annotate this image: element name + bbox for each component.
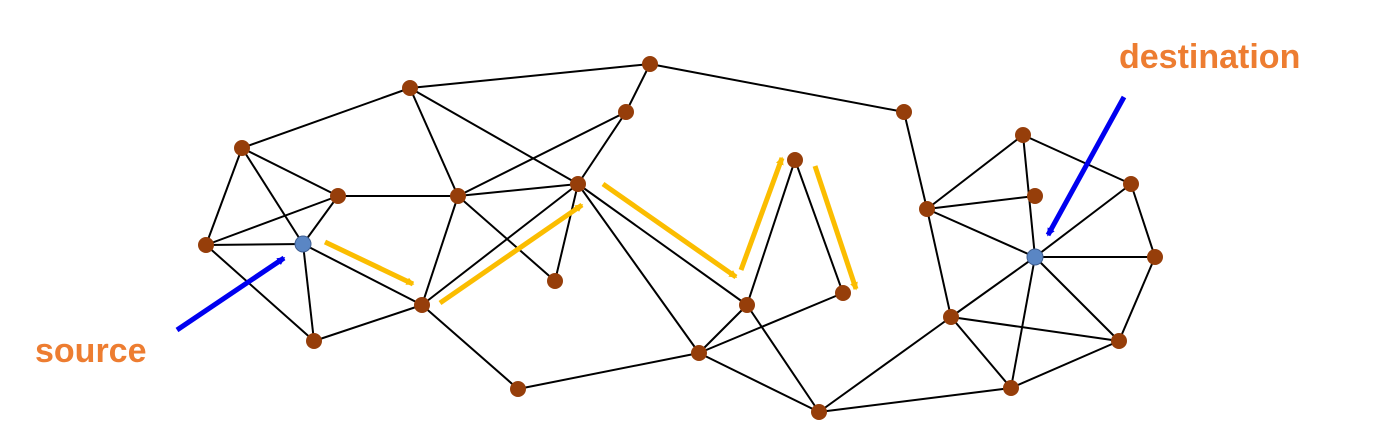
node <box>1027 188 1043 204</box>
node <box>787 152 803 168</box>
node <box>739 297 755 313</box>
pointer-arrows <box>175 95 1127 333</box>
destination-label: destination <box>1119 38 1301 76</box>
edge <box>409 87 459 197</box>
node <box>330 188 346 204</box>
edge <box>1130 183 1156 258</box>
node <box>402 80 418 96</box>
edge <box>409 63 651 89</box>
node <box>198 237 214 253</box>
edge <box>746 304 820 413</box>
node <box>835 285 851 301</box>
edge <box>554 183 579 282</box>
endpoint-nodes <box>294 235 1044 266</box>
node <box>1123 176 1139 192</box>
route-arrow <box>438 202 584 306</box>
edge <box>1034 256 1120 342</box>
edge <box>1022 134 1132 185</box>
node <box>1147 249 1163 265</box>
node <box>1015 127 1031 143</box>
edge <box>421 183 579 306</box>
node <box>919 201 935 217</box>
edge <box>517 352 700 390</box>
edge <box>409 87 579 185</box>
node <box>306 333 322 349</box>
edge <box>950 316 1012 389</box>
edge <box>903 111 928 210</box>
edge <box>794 159 844 294</box>
edge <box>313 304 423 342</box>
node <box>1003 380 1019 396</box>
edge <box>1010 340 1120 389</box>
edge <box>818 387 1012 413</box>
route-arrow <box>601 181 738 280</box>
edge <box>577 183 748 306</box>
node <box>234 140 250 156</box>
edge <box>818 316 952 413</box>
edge <box>205 147 243 246</box>
edge <box>625 63 651 113</box>
source-node <box>294 235 312 253</box>
edge <box>241 147 304 245</box>
source-label: source <box>35 332 147 370</box>
edge <box>205 243 304 246</box>
edge <box>302 243 423 306</box>
edge <box>577 183 700 354</box>
destination-pointer-arrow <box>1045 95 1127 237</box>
edge <box>205 195 339 246</box>
node <box>642 56 658 72</box>
edge <box>746 159 796 306</box>
edge <box>698 304 748 354</box>
edge <box>421 195 459 306</box>
edge <box>421 304 519 390</box>
node <box>811 404 827 420</box>
destination-node <box>1026 248 1044 266</box>
edge <box>302 243 315 342</box>
edge <box>950 256 1036 318</box>
edge <box>457 111 627 197</box>
route-arrow <box>812 165 859 291</box>
edge <box>577 111 627 185</box>
edge <box>926 134 1024 210</box>
edge <box>1118 256 1156 342</box>
edge <box>241 87 411 149</box>
edge <box>1034 183 1132 258</box>
edge <box>649 63 905 113</box>
node <box>1111 333 1127 349</box>
node <box>896 104 912 120</box>
nodes <box>198 56 1163 420</box>
edges <box>205 63 1156 413</box>
edge <box>1010 256 1036 389</box>
edge <box>926 208 952 318</box>
node <box>618 104 634 120</box>
route-arrow <box>738 156 785 271</box>
edge <box>241 147 339 197</box>
edge <box>926 195 1036 210</box>
node <box>450 188 466 204</box>
edge <box>698 292 844 354</box>
edge <box>205 244 315 342</box>
node <box>570 176 586 192</box>
edge <box>698 352 820 413</box>
route-arrow <box>323 239 415 287</box>
node <box>510 381 526 397</box>
node <box>691 345 707 361</box>
edge <box>457 183 579 197</box>
route-arrows <box>323 156 859 306</box>
node <box>414 297 430 313</box>
edge <box>950 316 1120 342</box>
edge <box>926 208 1036 258</box>
node <box>547 273 563 289</box>
node <box>943 309 959 325</box>
source-pointer-arrow <box>175 255 286 333</box>
edge <box>302 195 339 245</box>
